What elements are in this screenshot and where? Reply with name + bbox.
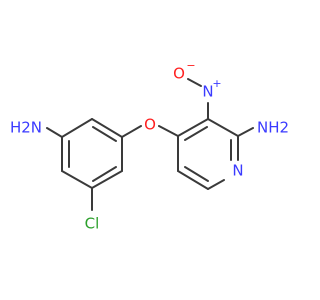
bond-c-o (121, 125, 142, 138)
pyridine-nitrogen-label: N (232, 162, 243, 180)
bond-o-c (158, 125, 179, 137)
bond (61, 118, 93, 138)
nitro-oxygen-charge: − (186, 59, 195, 72)
bond (207, 118, 239, 137)
nitro-nitrogen-label: N (202, 83, 213, 101)
double-bond-inner (92, 166, 117, 182)
bond (177, 118, 209, 137)
bond (91, 118, 123, 138)
double-bond-inner (184, 166, 209, 182)
chemical-structure-diagram: H2N O N + O − NH2 N Cl (10, 59, 289, 233)
double-bond-inner (184, 126, 208, 141)
bond-n-o (187, 78, 202, 87)
chlorine-label: Cl (85, 215, 100, 233)
nitro-nitrogen-charge: + (212, 77, 221, 90)
bond (91, 170, 123, 189)
double-bond-inner (92, 126, 117, 142)
bond-c-nh2-right (237, 127, 254, 137)
bond-c-nh2-left (46, 127, 63, 138)
pyridine-ring (177, 118, 239, 190)
bond (207, 179, 225, 190)
chlorophenyl-ring (61, 118, 123, 189)
ether-oxygen-label: O (144, 116, 156, 134)
amine-left-label: H2N (10, 119, 42, 137)
bond (177, 170, 209, 190)
bond (61, 170, 93, 189)
amine-right-label: NH2 (257, 119, 289, 137)
nitro-oxygen-label: O (173, 65, 185, 83)
